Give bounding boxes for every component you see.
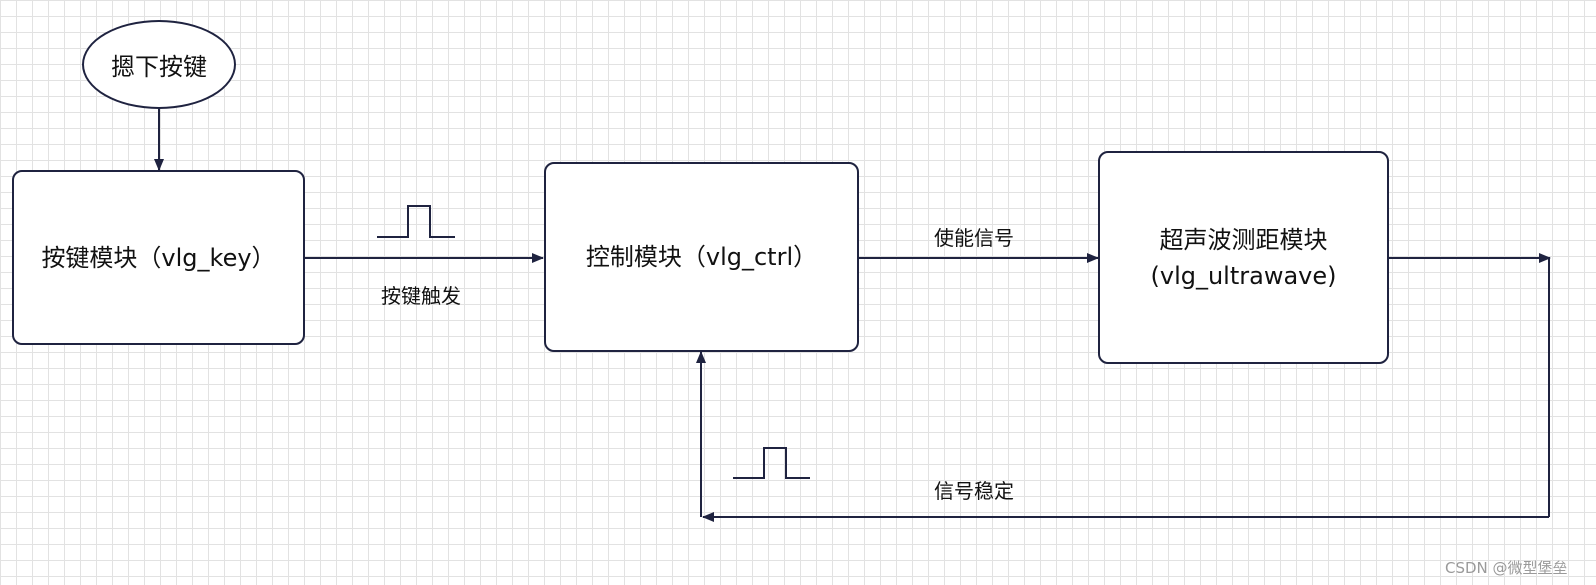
ultra-module-label-line1: 超声波测距模块 — [1159, 225, 1328, 254]
ctrl-module-label: 控制模块（vlg_ctrl） — [585, 243, 818, 271]
edge-label-key-trigger: 按键触发 — [381, 284, 461, 308]
start-node-label: 摁下按键 — [111, 53, 207, 81]
key-module-box: 按键模块（vlg_key） — [12, 170, 305, 345]
pulse-key-trigger-icon — [377, 205, 455, 238]
watermark: CSDN @微型堡垒 — [1445, 559, 1568, 577]
key-module-label: 按键模块（vlg_key） — [41, 243, 276, 272]
edge-label-enable-signal: 使能信号 — [934, 226, 1014, 250]
edge-label-signal-stable: 信号稳定 — [934, 479, 1014, 503]
start-node: 摁下按键 — [82, 20, 236, 109]
ultra-module-box: 超声波测距模块 (vlg_ultrawave) — [1098, 151, 1389, 364]
ctrl-module-box: 控制模块（vlg_ctrl） — [544, 162, 859, 352]
pulse-feedback-icon — [733, 447, 810, 479]
ultra-module-label-line2: (vlg_ultrawave) — [1150, 261, 1337, 290]
